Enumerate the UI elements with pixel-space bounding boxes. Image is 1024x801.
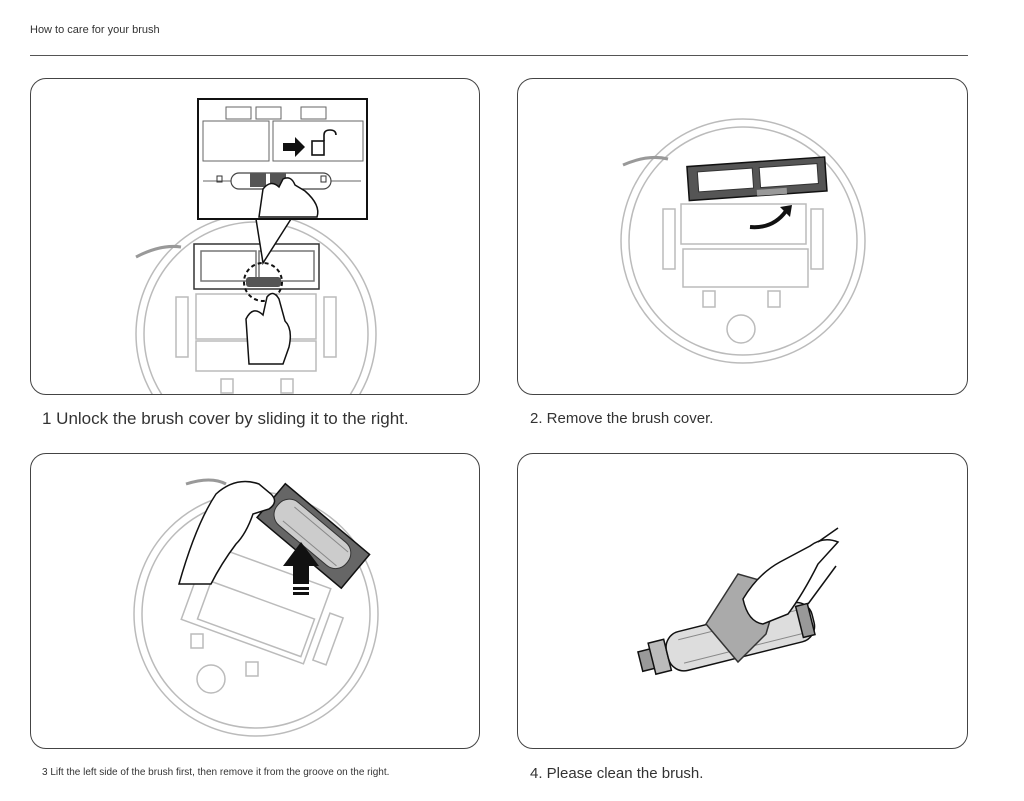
remove-brush-cover-illustration (620, 118, 866, 364)
step-2-caption: 2. Remove the brush cover. (530, 410, 714, 427)
step-3-illustration-panel (30, 453, 480, 749)
step-3-caption: 3 Lift the left side of the brush first,… (42, 767, 390, 778)
step-1-illustration-panel (30, 78, 480, 395)
unlock-brush-cover-illustration (135, 98, 377, 394)
lift-brush-illustration (133, 478, 379, 737)
step-1-caption: 1 Unlock the brush cover by sliding it t… (42, 409, 409, 428)
step-2-illustration-panel (517, 78, 968, 395)
clean-brush-illustration (637, 527, 840, 676)
step-4-caption: 4. Please clean the brush. (530, 765, 704, 782)
header-divider (30, 55, 968, 56)
page-title: How to care for your brush (30, 24, 160, 36)
step-4-illustration-panel (517, 453, 968, 749)
